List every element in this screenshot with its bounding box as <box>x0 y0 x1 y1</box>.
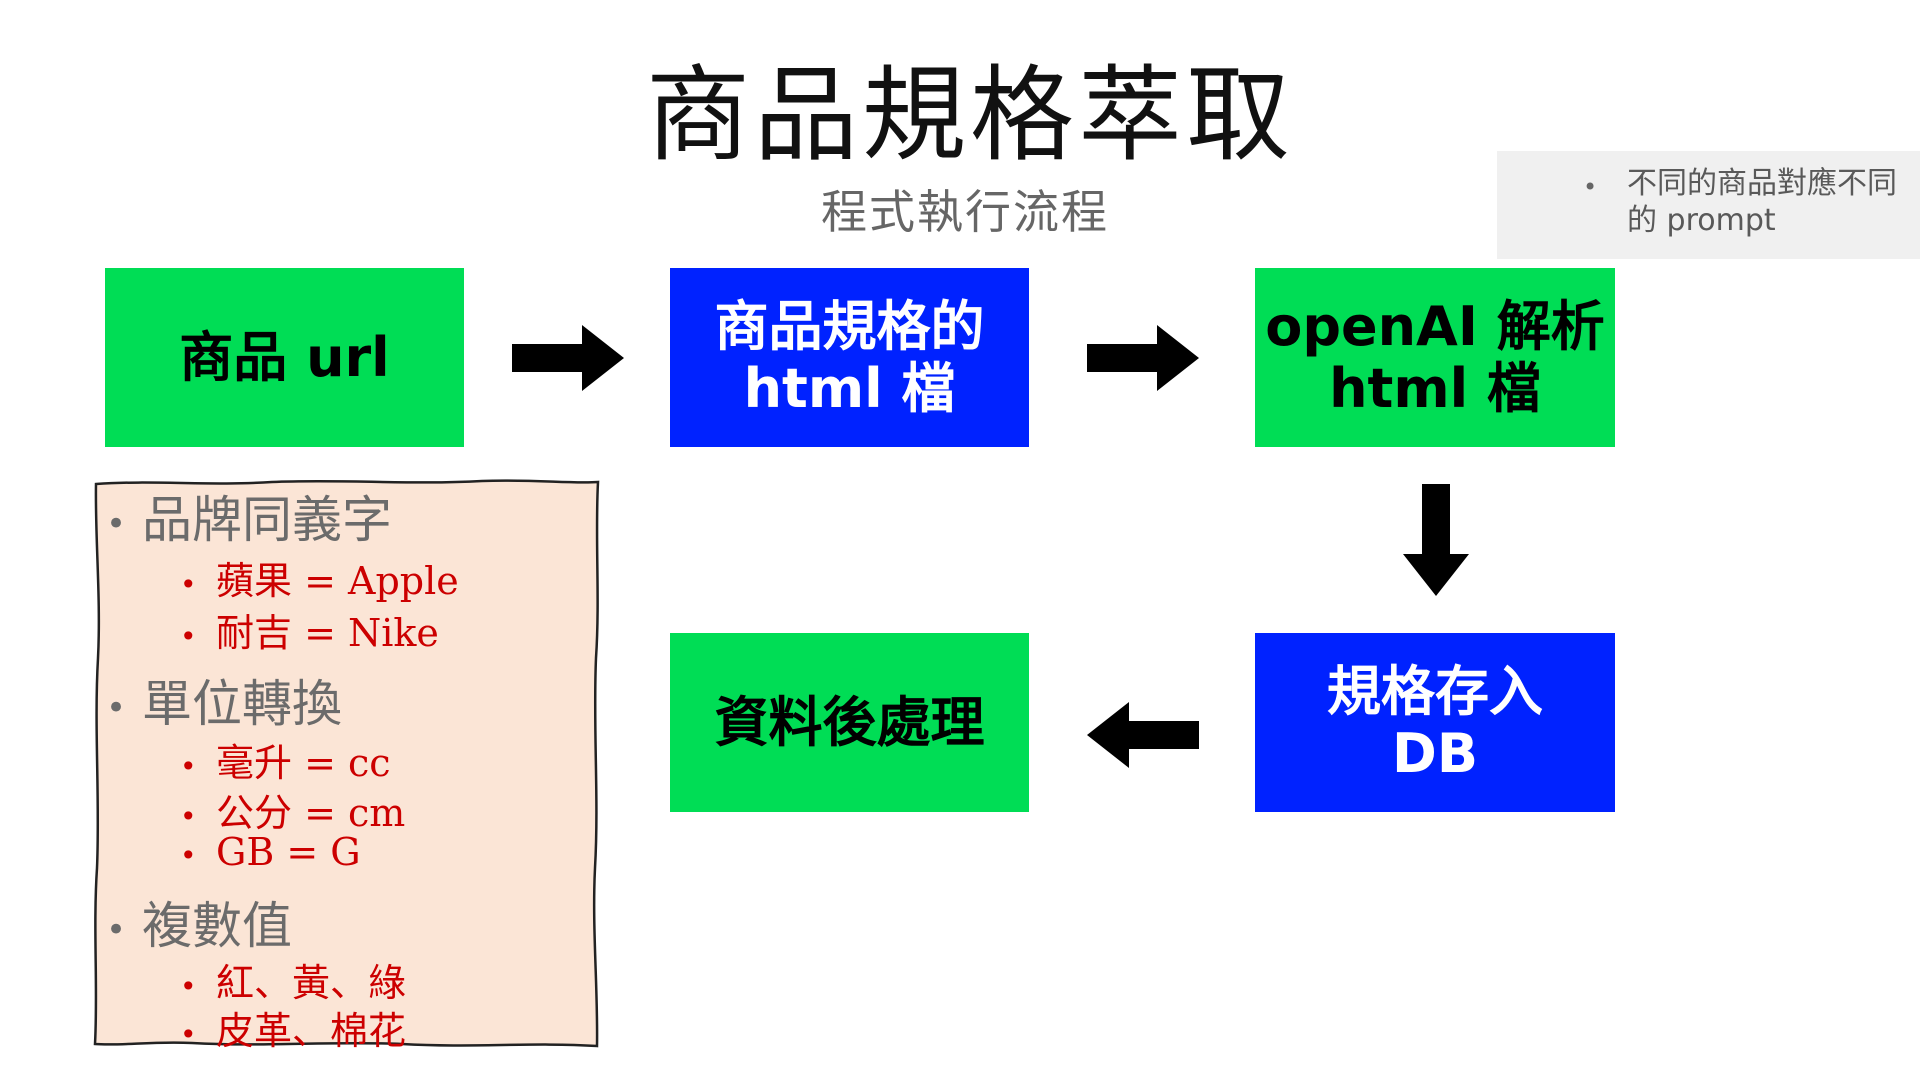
notes-item: •皮革、棉花 <box>180 1009 407 1053</box>
box-spec-html-line2: html 檔 <box>743 356 956 420</box>
box-post-process: 資料後處理 <box>670 633 1029 812</box>
notes-panel: •品牌同義字 •蘋果 = Apple •耐吉 = Nike •單位轉換 •毫升 … <box>92 478 602 1053</box>
notes-heading-multivalue: •複數值 <box>106 897 292 955</box>
box-spec-html: 商品規格的 html 檔 <box>670 268 1029 447</box>
box-spec-html-line1: 商品規格的 <box>714 294 985 358</box>
note-callout: • 不同的商品對應不同的 prompt <box>1497 151 1920 259</box>
note-text: 不同的商品對應不同的 prompt <box>1627 166 1897 238</box>
notes-panel-frame <box>93 479 600 1048</box>
slide-title: 商品規格萃取 <box>645 54 1294 176</box>
slide-subtitle: 程式執行流程 <box>821 185 1109 239</box>
notes-item: •紅、黃、綠 <box>180 961 407 1005</box>
notes-heading-unit: •單位轉換 <box>106 675 342 733</box>
notes-item: •GB = G <box>180 830 361 874</box>
arrow-right-icon <box>512 325 624 391</box>
notes-item: •公分 = cm <box>180 791 406 835</box>
note-bullet: • <box>1583 173 1598 201</box>
box-store-db-line2: DB <box>1392 721 1478 785</box>
box-product-url-label: 商品 url <box>179 325 390 389</box>
notes-item: •毫升 = cc <box>180 741 391 785</box>
notes-item: •蘋果 = Apple <box>180 559 459 603</box>
notes-item: •耐吉 = Nike <box>180 611 439 655</box>
box-product-url: 商品 url <box>105 268 464 447</box>
box-store-db: 規格存入 DB <box>1255 633 1615 812</box>
box-openai-parse-line1: openAI 解析 <box>1265 294 1605 358</box>
box-openai-parse: openAI 解析 html 檔 <box>1255 268 1615 447</box>
box-post-process-label: 資料後處理 <box>714 690 985 754</box>
arrow-right-icon <box>1087 325 1199 391</box>
arrow-down-icon <box>1403 484 1469 596</box>
box-store-db-line1: 規格存入 <box>1327 659 1543 723</box>
arrow-left-icon <box>1087 702 1199 768</box>
notes-heading-brand: •品牌同義字 <box>106 491 392 549</box>
box-openai-parse-line2: html 檔 <box>1329 356 1541 420</box>
notes-list: •品牌同義字 •蘋果 = Apple •耐吉 = Nike •單位轉換 •毫升 … <box>92 478 602 1053</box>
